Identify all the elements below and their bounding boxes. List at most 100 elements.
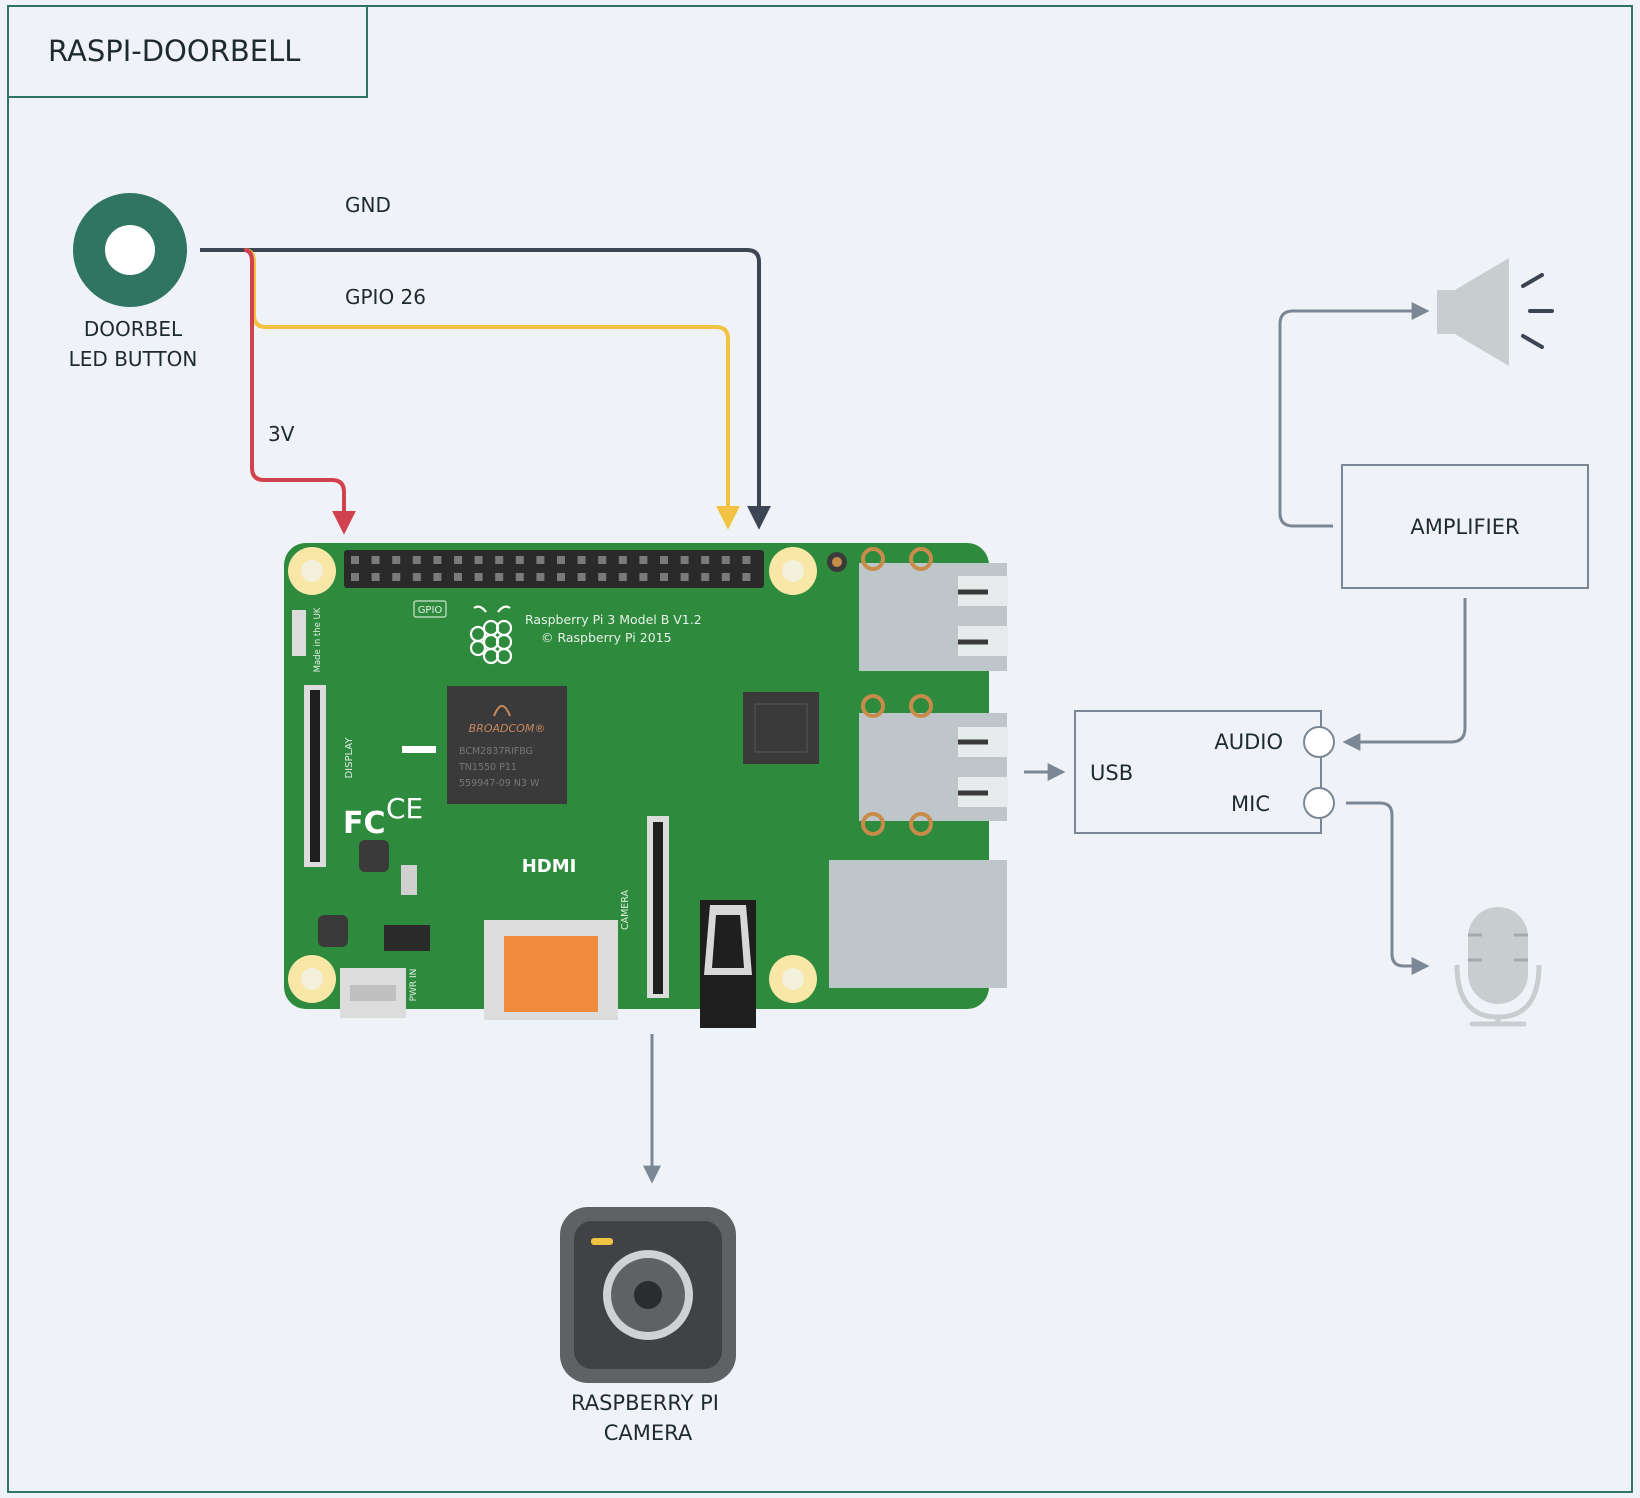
gpio-pin — [515, 556, 524, 564]
gpio-pin — [598, 556, 607, 564]
gpio-pin — [660, 573, 668, 581]
gpio-pin — [515, 573, 524, 581]
ce-mark: CE — [386, 792, 423, 825]
amplifier-box: AMPLIFIER — [1341, 464, 1589, 589]
amp-to-speaker-arrow — [1278, 302, 1430, 528]
gpio-pin — [495, 556, 504, 564]
doorbell-button-icon — [73, 193, 187, 307]
gpio-pin — [454, 573, 462, 581]
gpio-pin — [680, 556, 689, 564]
gpio-pin — [392, 573, 401, 581]
chip-line2: TN1550 P11 — [458, 762, 517, 773]
gpio-pin — [680, 573, 689, 581]
camera-connector — [647, 816, 669, 998]
gpio-pin — [536, 573, 545, 581]
gpio-pin — [392, 556, 401, 564]
component-block — [384, 925, 430, 951]
gpio-pin — [742, 573, 751, 581]
gpio-pin — [454, 556, 462, 564]
display-connector — [292, 610, 326, 867]
component-silver — [401, 865, 417, 895]
usb-label: USB — [1090, 761, 1133, 785]
raspberry-logo-icon — [469, 605, 513, 665]
gpio-tag-box — [413, 600, 447, 618]
gpio-pin — [474, 573, 483, 581]
gpio-pin — [351, 573, 359, 581]
gpio-pin — [598, 573, 607, 581]
audio-port — [1303, 726, 1335, 758]
gpio-pin — [557, 556, 565, 564]
usb-port-top — [859, 563, 1008, 671]
gnd-label: GND — [345, 193, 391, 217]
usb-controller-chip — [743, 692, 819, 764]
camera-connector-label: CAMERA — [620, 889, 631, 930]
gpio-pin — [577, 556, 586, 564]
display-label: DISPLAY — [344, 737, 355, 779]
gpio-pin — [639, 573, 648, 581]
mounting-holes — [288, 547, 817, 1003]
speaker-icon — [1437, 258, 1554, 366]
camera-label-line2: CAMERA — [604, 1421, 693, 1445]
page-title: RASPI-DOORBELL — [48, 34, 300, 68]
gpio-pin — [660, 556, 668, 564]
gpio-pin — [371, 556, 380, 564]
gpio-pin — [618, 573, 627, 581]
gpio-pin — [701, 573, 710, 581]
power-label: 3V — [268, 422, 295, 446]
doorbell-label-line1: DOORBEL — [84, 317, 183, 341]
gpio-pin — [639, 556, 648, 564]
audio-label: AUDIO — [1214, 730, 1283, 754]
chip-brand: BROADCOM® — [469, 722, 546, 735]
broadcom-chip: BROADCOM® BCM2837RIFBG TN1550 P11 559947… — [447, 686, 567, 804]
gpio-pin — [742, 556, 751, 564]
gpio-pin — [412, 573, 421, 581]
microphone-icon — [1454, 907, 1542, 1024]
pwr-in-label: PWR IN — [409, 969, 419, 1002]
inductor-1 — [359, 840, 389, 872]
weee-mark — [402, 746, 436, 753]
board-model-line2: © Raspberry Pi 2015 — [541, 630, 672, 645]
amplifier-label: AMPLIFIER — [1410, 515, 1519, 539]
usb-solder-rings — [861, 547, 933, 836]
fc-mark: FC — [343, 806, 386, 841]
gpio-pin — [536, 556, 545, 564]
gpio-pin — [474, 556, 483, 564]
amp-to-audio-arrow — [1342, 598, 1467, 751]
gpio-pin — [721, 573, 730, 581]
gpio-pin — [557, 573, 565, 581]
chip-line3: 559947-09 N3 W — [459, 778, 540, 789]
hdmi-label: HDMI — [522, 856, 577, 877]
gpio-pin — [433, 573, 442, 581]
hdmi-port — [484, 920, 618, 1020]
ethernet-port — [829, 860, 1007, 988]
mic-label: MIC — [1231, 792, 1270, 816]
raspberry-pi-board: GPIO Raspberry Pi 3 Model B V1.2 © Raspb… — [284, 543, 1008, 1028]
inductor-2 — [318, 915, 348, 947]
gpio-pin — [701, 556, 710, 564]
title-box: RASPI-DOORBELL — [7, 5, 368, 98]
gpio-pin — [495, 573, 504, 581]
camera-module-icon — [560, 1207, 736, 1383]
gpio-pin — [351, 556, 359, 564]
gpio-pin — [721, 556, 730, 564]
gnd-wire — [200, 248, 771, 530]
gpio-pin — [412, 556, 421, 564]
camera-label-line1: RASPBERRY PI — [571, 1391, 719, 1415]
chip-line1: BCM2837RIFBG — [459, 746, 533, 757]
audio-jack — [700, 900, 756, 1028]
gpio-pin — [618, 556, 627, 564]
usb-audio-box: USB AUDIO MIC — [1074, 710, 1335, 834]
board-model-line1: Raspberry Pi 3 Model B V1.2 — [525, 612, 702, 627]
power-wire — [243, 248, 356, 535]
gpio-pin — [577, 573, 586, 581]
gpio-header — [344, 550, 764, 588]
mic-to-microphone-arrow — [1346, 801, 1430, 975]
made-in-label: Made in the UK — [313, 607, 323, 672]
gpio-pin — [433, 556, 442, 564]
power-port — [340, 968, 406, 1018]
mic-port — [1303, 787, 1335, 819]
gpio-tag: GPIO — [418, 605, 443, 616]
usb-port-bottom — [859, 713, 1008, 821]
